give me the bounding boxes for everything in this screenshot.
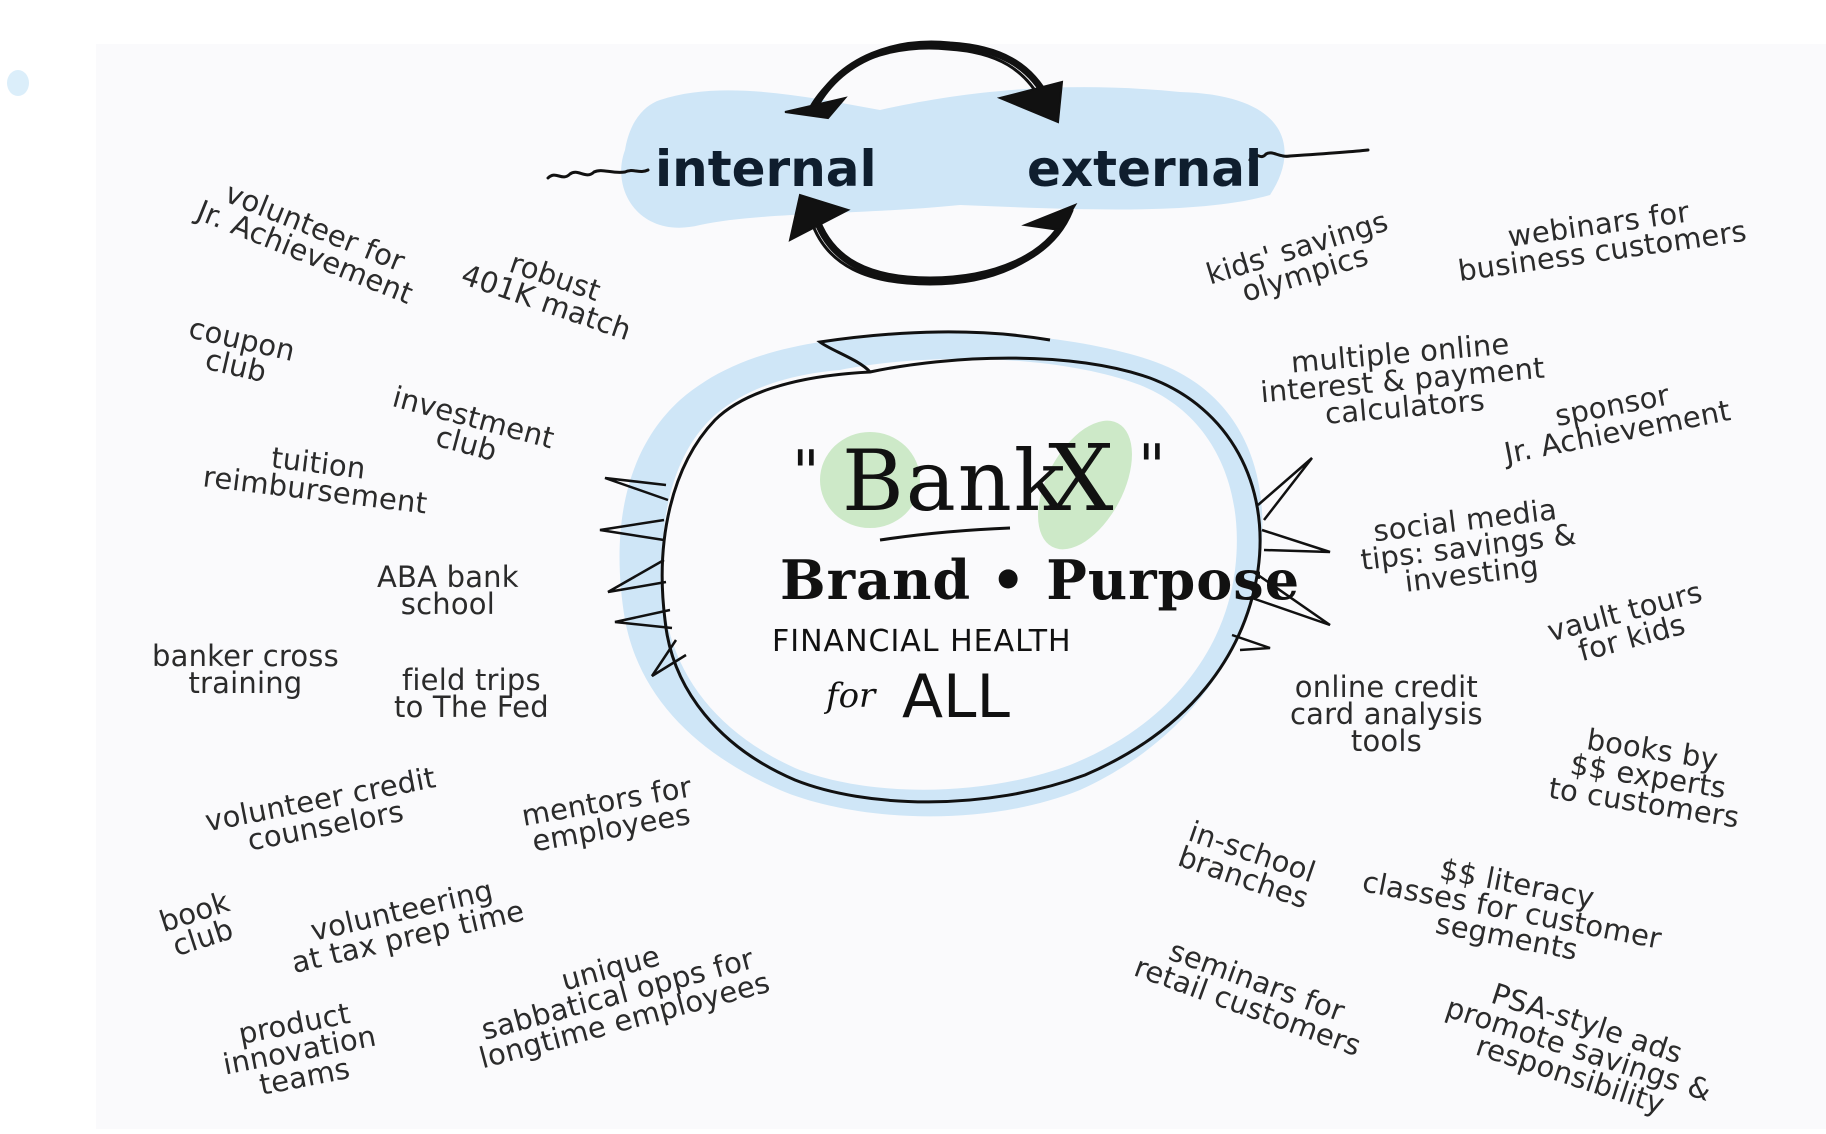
header-highlight <box>621 87 1285 228</box>
financial-health: FINANCIAL HEALTH <box>772 624 1072 659</box>
internal-label: internal <box>655 140 877 198</box>
squiggle-lines <box>546 148 1370 180</box>
all-word: ALL <box>902 662 1010 732</box>
quote-open: " <box>792 438 820 508</box>
external-item: online credit card analysis tools <box>1290 670 1483 758</box>
internal-item: banker cross training <box>152 639 339 700</box>
quote-close: " <box>1138 432 1166 502</box>
external-label: external <box>1027 140 1263 198</box>
internal-item: field trips to The Fed <box>394 663 549 724</box>
for-word: for <box>826 676 876 716</box>
brand-name: Bank <box>842 432 1067 530</box>
brand-purpose: Brand • Purpose <box>780 548 1301 612</box>
blue-dot-marker <box>7 70 29 96</box>
brand-x: X <box>1048 425 1114 532</box>
cycle-arrows-icon <box>784 40 1078 286</box>
internal-item: ABA bank school <box>377 560 519 621</box>
brand-highlight <box>820 420 1132 550</box>
